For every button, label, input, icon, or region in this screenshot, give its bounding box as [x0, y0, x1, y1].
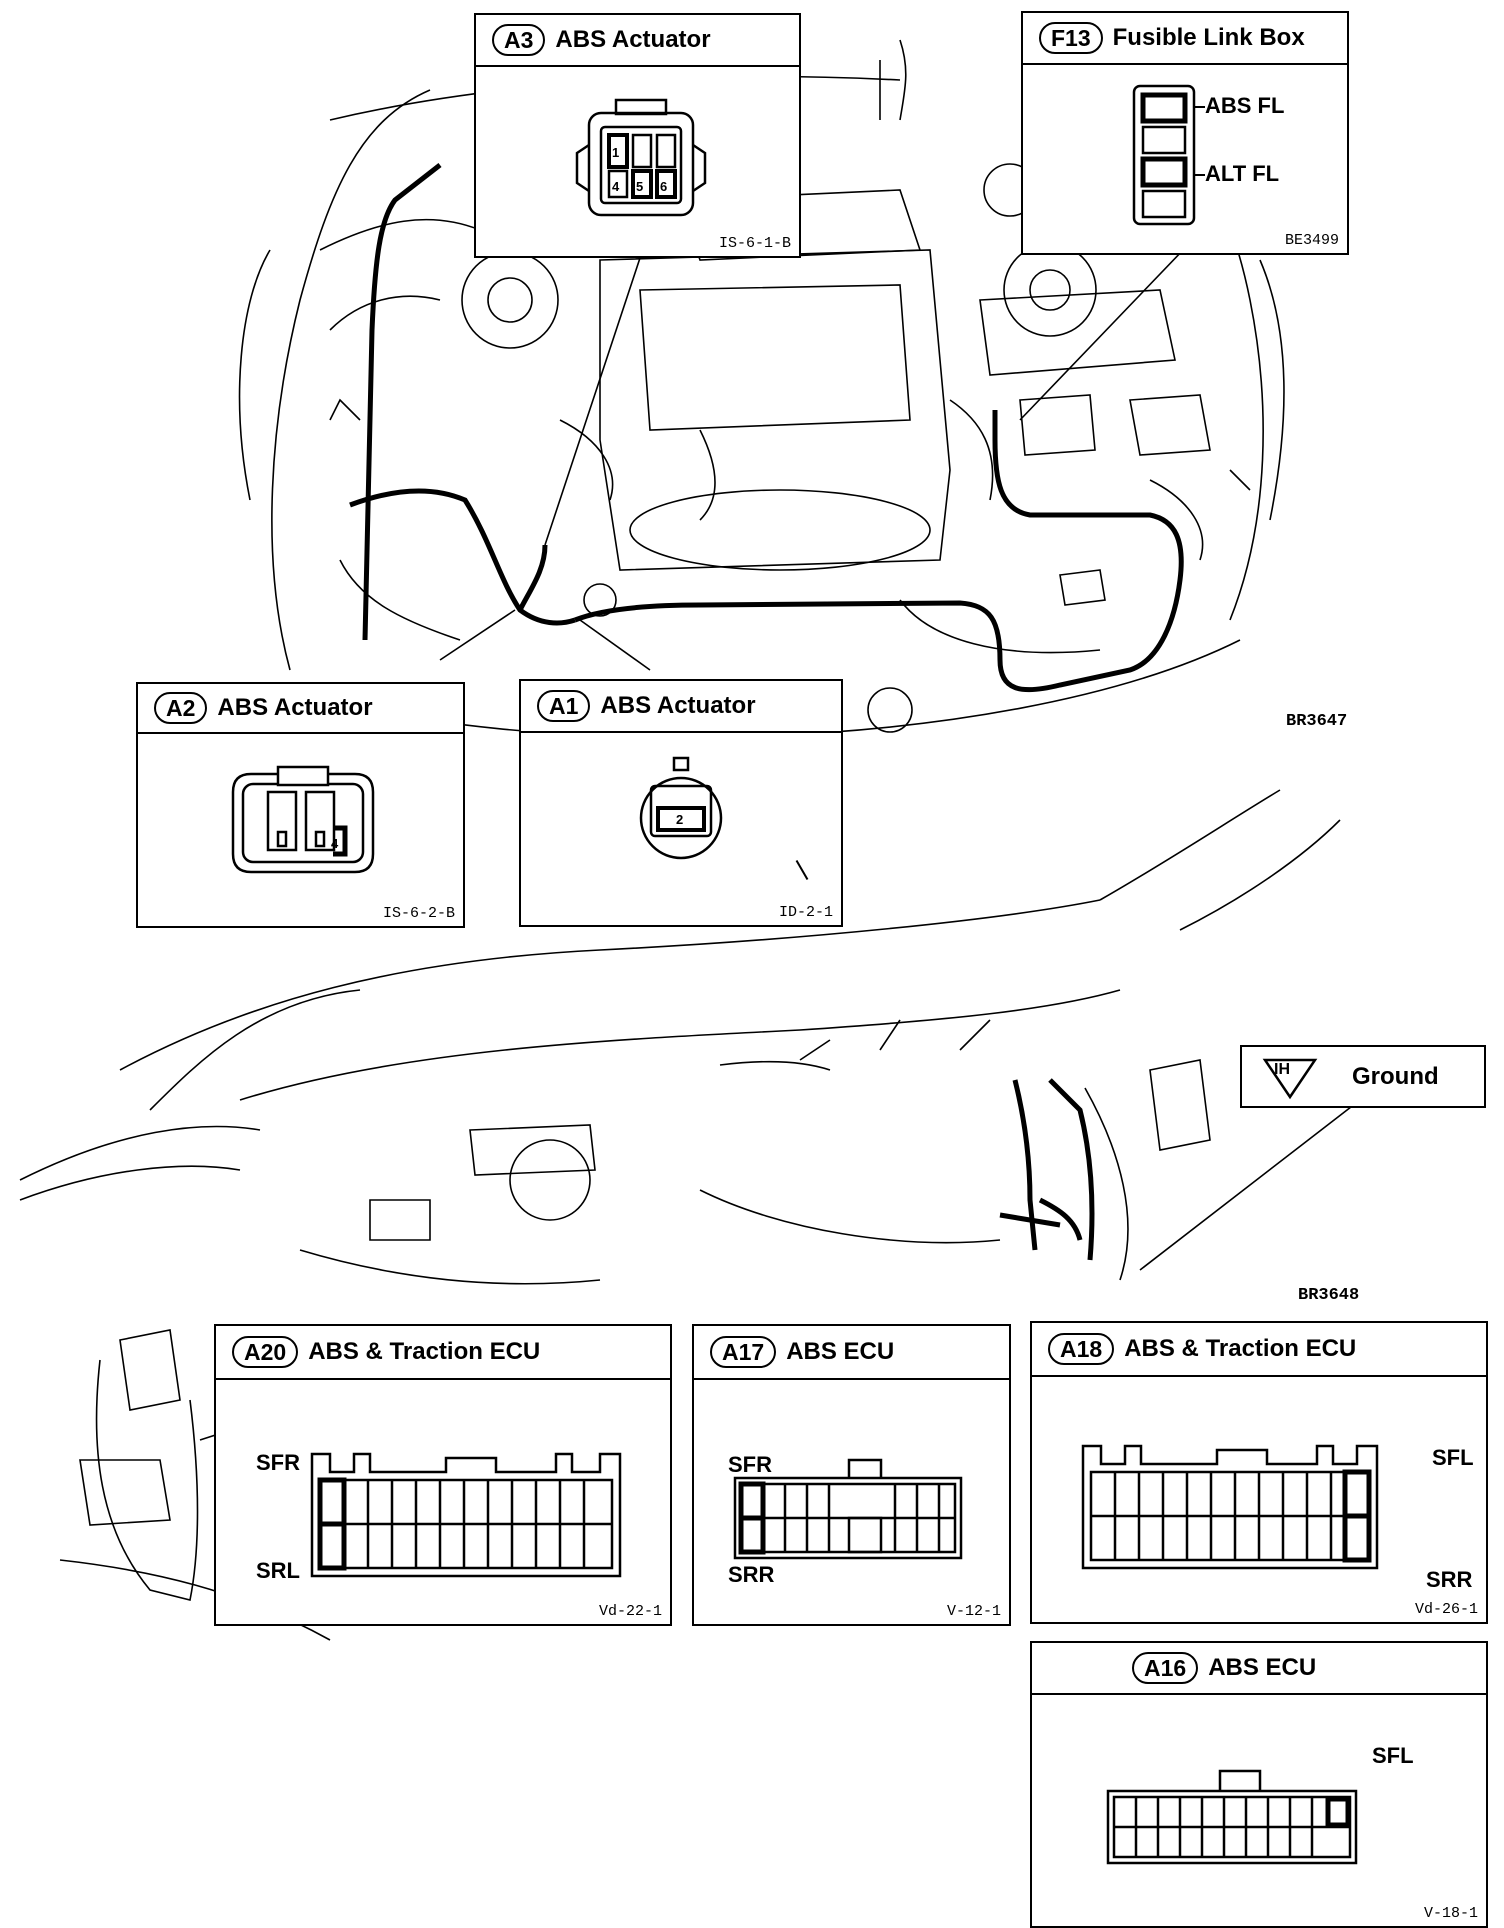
connector-a20-code: Vd-22-1	[598, 1603, 662, 1620]
connector-a1-code: ID-2-1	[778, 904, 833, 921]
connector-f13-label-abs-fl: ABS FL	[1205, 93, 1285, 118]
ground-ih-id: IH	[1274, 1061, 1290, 1078]
connector-a2-box: A2 ABS Actuator 4 IS-6-2-B	[136, 682, 465, 928]
highlighted-harness	[349, 163, 1184, 693]
connector-f13-code: BE3499	[1284, 232, 1339, 249]
connector-a16-box: A16 ABS ECU SFL V-18-1	[1030, 1641, 1488, 1928]
connector-a20-label-sfr: SFR	[256, 1450, 300, 1475]
highlighted-dash-harness	[999, 1078, 1095, 1261]
connector-a2-id: A2	[154, 692, 208, 724]
connector-a20-face	[310, 1452, 622, 1578]
connector-f13-id: F13	[1039, 22, 1103, 54]
connector-a2-pin-4: 4	[331, 836, 339, 851]
connector-a16-header: A16 ABS ECU	[1032, 1643, 1486, 1695]
connector-a3-code: IS-6-1-B	[718, 235, 791, 252]
connector-a20-box: A20 ABS & Traction ECU SFR SRL Vd-22-1	[214, 1324, 672, 1626]
connector-f13-label-alt-fl: ALT FL	[1205, 161, 1280, 186]
figure-code-engine: BR3647	[1286, 712, 1348, 731]
connector-a18-title: ABS & Traction ECU	[1124, 1335, 1357, 1362]
connector-a2-code: IS-6-2-B	[382, 905, 455, 922]
connector-a1-id: A1	[537, 690, 591, 722]
connector-a17-label-srr: SRR	[728, 1562, 775, 1587]
connector-a1-mark	[795, 859, 809, 881]
engine-compartment-drawing	[238, 39, 1285, 875]
ground-ih-box: IH Ground	[1240, 1045, 1486, 1108]
connector-f13-leader-alt	[1193, 174, 1205, 176]
connector-f13-face	[1132, 84, 1196, 226]
connector-a17-label-sfr: SFR	[728, 1452, 772, 1477]
figure-code-instrument-panel: BR3648	[1298, 1286, 1360, 1305]
connector-a3-pin-6: 6	[660, 179, 667, 194]
connector-a16-label-sfl: SFL	[1372, 1743, 1414, 1768]
connector-a1-pin-2: 2	[676, 812, 683, 827]
connector-a17-title: ABS ECU	[786, 1338, 895, 1365]
connector-a20-header: A20 ABS & Traction ECU	[216, 1326, 670, 1380]
connector-f13-box: F13 Fusible Link Box ABS FL ALT FL BE349…	[1021, 11, 1349, 255]
connector-a1-header: A1 ABS Actuator	[521, 681, 841, 733]
connector-a20-label-srl: SRL	[256, 1558, 300, 1583]
connector-a18-header: A18 ABS & Traction ECU	[1032, 1323, 1486, 1377]
ground-symbol-icon	[1262, 1058, 1318, 1100]
connector-f13-title: Fusible Link Box	[1112, 24, 1305, 51]
connector-a18-label-srr: SRR	[1426, 1567, 1473, 1592]
ground-ih-title: Ground	[1352, 1063, 1439, 1090]
connector-a1-face: 2	[639, 756, 723, 860]
connector-a17-code: V-12-1	[946, 1603, 1001, 1620]
connector-a2-title: ABS Actuator	[217, 694, 373, 721]
connector-a16-code: V-18-1	[1423, 1905, 1478, 1922]
connector-a3-title: ABS Actuator	[555, 26, 711, 53]
connector-a20-title: ABS & Traction ECU	[308, 1338, 541, 1365]
connector-a18-code: Vd-26-1	[1414, 1601, 1478, 1618]
connector-a16-title: ABS ECU	[1208, 1654, 1317, 1681]
connector-a1-title: ABS Actuator	[600, 692, 756, 719]
connector-a3-box: A3 ABS Actuator 1 4 5 6 IS-6-1-B	[474, 13, 801, 258]
connector-a16-face	[1106, 1769, 1358, 1865]
connector-a18-label-sfl: SFL	[1432, 1445, 1474, 1470]
connector-f13-leader-abs	[1193, 106, 1205, 108]
connector-a2-header: A2 ABS Actuator	[138, 684, 463, 734]
connector-a2-face: 4	[231, 765, 375, 874]
connector-a1-box: A1 ABS Actuator 2 ID-2-1	[519, 679, 843, 927]
connector-a16-id: A16	[1132, 1652, 1199, 1684]
connector-a18-face	[1081, 1444, 1379, 1570]
connector-a17-box: A17 ABS ECU SFR SRR V-12-1	[692, 1324, 1011, 1626]
connector-a3-face: 1 4 5 6	[575, 98, 707, 217]
connector-f13-header: F13 Fusible Link Box	[1023, 13, 1347, 65]
connector-a17-id: A17	[710, 1336, 777, 1368]
connector-a18-box: A18 ABS & Traction ECU SFL SRR Vd-26-1	[1030, 1321, 1488, 1624]
connector-a3-id: A3	[492, 24, 546, 56]
connector-a17-header: A17 ABS ECU	[694, 1326, 1009, 1380]
connector-a3-pin-5: 5	[636, 179, 643, 194]
connector-a20-id: A20	[232, 1336, 299, 1368]
connector-a3-pin-4: 4	[612, 179, 620, 194]
connector-a3-pin-1: 1	[612, 145, 619, 160]
connector-a18-id: A18	[1048, 1333, 1115, 1365]
connector-a3-header: A3 ABS Actuator	[476, 15, 799, 67]
connector-a17-face	[733, 1458, 963, 1560]
